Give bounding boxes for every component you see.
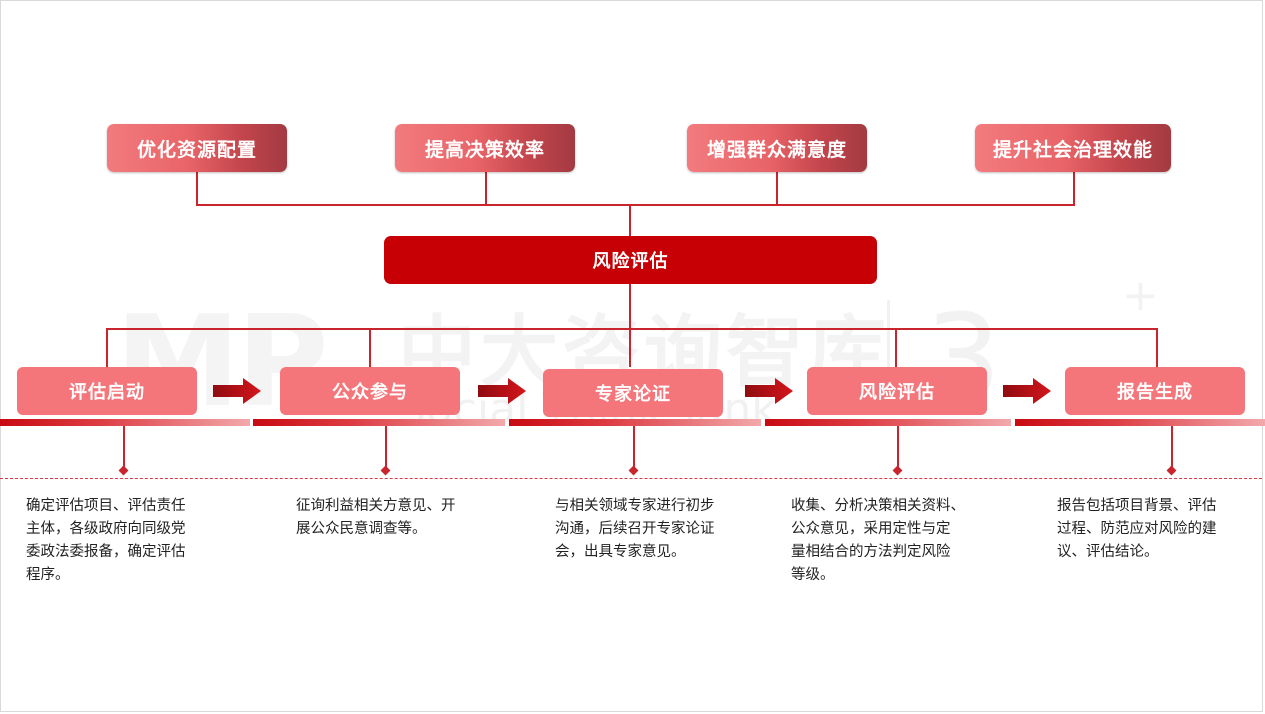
dashed-divider: [0, 478, 1262, 479]
goal-connector-3: [1073, 172, 1075, 205]
step-band-1: [253, 419, 505, 426]
goal-bus: [196, 204, 1075, 206]
step-bus: [106, 328, 1158, 330]
goal-connector-2: [776, 172, 778, 205]
step-connector-4: [1156, 328, 1158, 367]
step-stem-3: [897, 426, 899, 470]
description-line: 会，出具专家意见。: [555, 544, 686, 560]
description-line: 过程、防范应对风险的建: [1057, 521, 1217, 537]
step-connector-2: [629, 328, 631, 367]
step-band-3: [765, 419, 1011, 426]
description-line: 沟通，后续召开专家论证: [555, 521, 715, 537]
center-box: 风险评估: [384, 236, 877, 284]
step-band-2: [509, 419, 761, 426]
step-band-4: [1015, 419, 1265, 426]
goal-connector-1: [485, 172, 487, 205]
step-box-0: 评估启动: [17, 367, 197, 415]
description-line: 量相结合的方法判定风险: [791, 544, 951, 560]
arrow-right-icon: [745, 378, 793, 404]
step-box-1: 公众参与: [280, 367, 460, 415]
watermark-plus: +: [1122, 270, 1159, 321]
description-line: 委政法委报备，确定评估: [26, 544, 186, 560]
center-up-connector: [629, 204, 631, 236]
description-line: 征询利益相关方意见、开: [296, 498, 456, 514]
description-line: 与相关领域专家进行初步: [555, 498, 715, 514]
step-band-0: [0, 419, 250, 426]
step-connector-0: [106, 328, 108, 367]
step-description-0: 确定评估项目、评估责任 主体，各级政府向同级党 委政法委报备，确定评估 程序。: [26, 495, 186, 587]
step-description-3: 收集、分析决策相关资料、 公众意见，采用定性与定 量相结合的方法判定风险 等级。: [791, 495, 965, 587]
description-line: 等级。: [791, 567, 835, 583]
step-description-2: 与相关领域专家进行初步 沟通，后续召开专家论证 会，出具专家意见。: [555, 495, 715, 564]
step-connector-3: [895, 328, 897, 367]
step-connector-1: [369, 328, 371, 367]
description-line: 程序。: [26, 567, 70, 583]
description-line: 收集、分析决策相关资料、: [791, 498, 965, 514]
step-description-4: 报告包括项目背景、评估 过程、防范应对风险的建 议、评估结论。: [1057, 495, 1217, 564]
description-line: 展公众民意调查等。: [296, 521, 427, 537]
arrow-right-icon: [478, 378, 526, 404]
step-stem-0: [123, 426, 125, 470]
watermark-divider: [887, 300, 890, 400]
goal-box-0: 优化资源配置: [107, 124, 287, 172]
step-box-2: 专家论证: [543, 369, 723, 417]
arrow-right-icon: [1003, 378, 1051, 404]
arrow-right-icon: [213, 378, 261, 404]
center-down-connector: [629, 284, 631, 329]
description-line: 主体，各级政府向同级党: [26, 521, 186, 537]
goal-box-3: 提升社会治理效能: [975, 124, 1171, 172]
step-stem-2: [633, 426, 635, 470]
goal-box-2: 增强群众满意度: [687, 124, 867, 172]
description-line: 报告包括项目背景、评估: [1057, 498, 1217, 514]
description-line: 公众意见，采用定性与定: [791, 521, 951, 537]
step-description-1: 征询利益相关方意见、开 展公众民意调查等。: [296, 495, 456, 541]
step-box-4: 报告生成: [1065, 367, 1245, 415]
step-box-3: 风险评估: [807, 367, 987, 415]
description-line: 确定评估项目、评估责任: [26, 498, 186, 514]
step-stem-4: [1171, 426, 1173, 470]
description-line: 议、评估结论。: [1057, 544, 1159, 560]
step-stem-1: [385, 426, 387, 470]
goal-connector-0: [196, 172, 198, 205]
goal-box-1: 提高决策效率: [395, 124, 575, 172]
